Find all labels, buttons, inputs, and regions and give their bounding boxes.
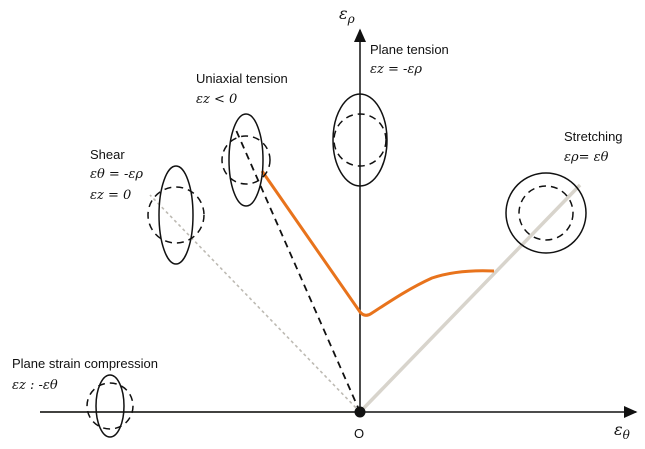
shear-equation-2: εz = 0: [90, 188, 132, 203]
plane-strain-compression-ellipse: [86, 374, 134, 438]
plane-strain-compression-title: Plane strain compression: [12, 356, 158, 371]
shear-title: Shear: [90, 147, 125, 162]
uniaxial-tension-title: Uniaxial tension: [196, 71, 288, 86]
shear-path-line: [149, 194, 361, 413]
stretching-equation: ερ= εθ: [564, 150, 609, 165]
stretching-title: Stretching: [564, 129, 623, 144]
plane-strain-compression-equation: εz : -εθ: [12, 378, 58, 393]
stretching-path-line: [358, 183, 582, 414]
horizontal-axis-label: εθ: [614, 420, 630, 443]
forming-limit-curve: [260, 170, 495, 317]
shear-equation-1: εθ = -ερ: [90, 167, 143, 182]
shear-ellipse: [147, 165, 205, 265]
uniaxial-tension-equation: εz < 0: [196, 92, 238, 107]
origin-point: [354, 406, 366, 418]
origin-label: O: [354, 426, 365, 441]
plane-tension-title: Plane tension: [370, 42, 449, 57]
plane-tension-equation: εz = -ερ: [370, 62, 422, 77]
vertical-axis-label: ερ: [339, 4, 355, 27]
plane-tension-ellipse: [332, 93, 388, 187]
uniaxial-path-line: [235, 129, 361, 413]
stretching-circle: [505, 172, 587, 254]
uniaxial-tension-ellipse: [221, 113, 271, 207]
